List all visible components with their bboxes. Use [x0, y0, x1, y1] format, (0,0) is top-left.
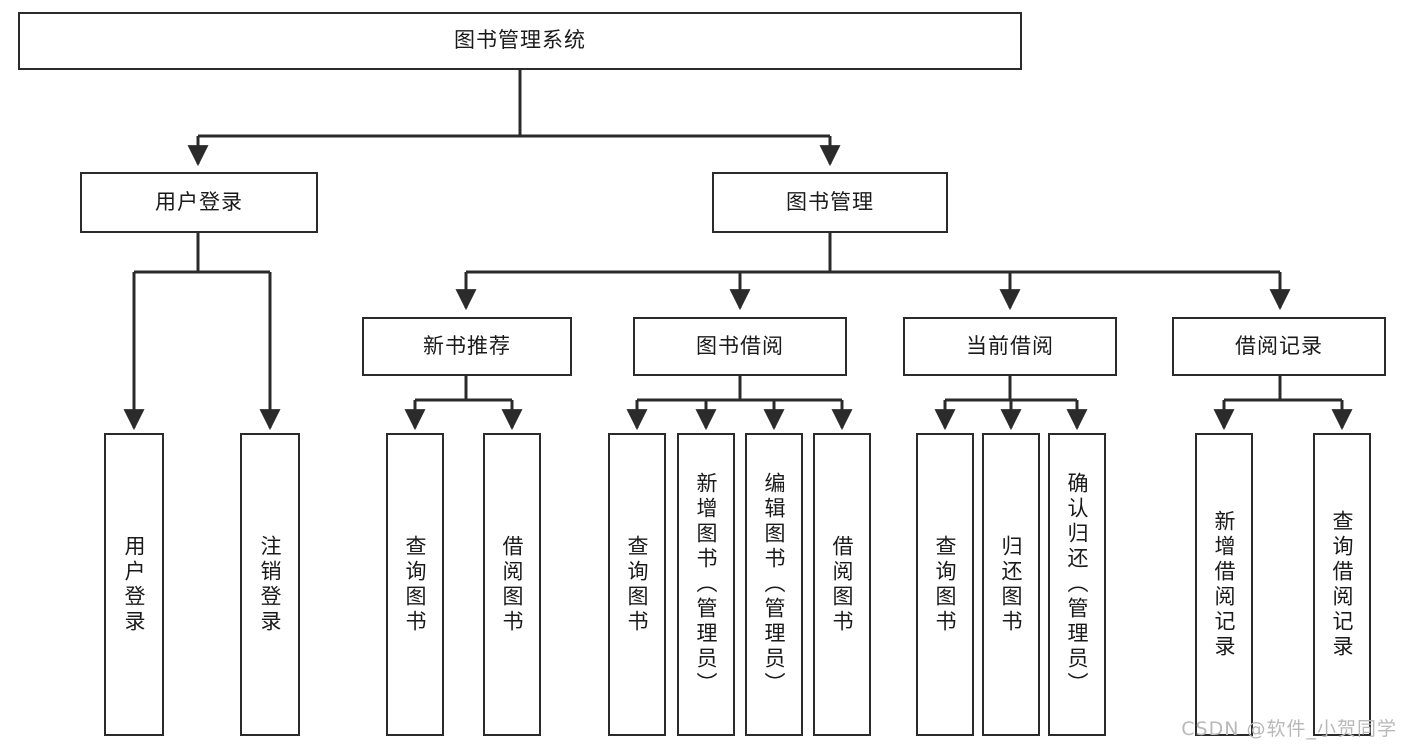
node-label: 注销登录 [258, 534, 283, 635]
leaf-recommend-query-book[interactable]: 查询图书 [386, 433, 444, 736]
leaf-borrow-borrow-book[interactable]: 借阅图书 [813, 433, 871, 736]
node-label: 新增借阅记录 [1212, 509, 1237, 660]
node-label: 归还图书 [999, 534, 1024, 635]
leaf-borrow-add-book-admin[interactable]: 新增图书（管理员） [677, 433, 735, 736]
node-borrow-record[interactable]: 借阅记录 [1172, 317, 1386, 376]
node-label: 图书管理 [786, 189, 874, 214]
node-label: 查询借阅记录 [1330, 509, 1355, 660]
node-label: 查询图书 [625, 534, 650, 635]
node-label: 查询图书 [933, 534, 958, 635]
node-label: 用户登录 [155, 189, 243, 214]
node-label: 新书推荐 [423, 333, 511, 358]
node-book-management[interactable]: 图书管理 [712, 172, 948, 233]
node-label: 借阅图书 [830, 534, 855, 635]
leaf-borrow-query-book[interactable]: 查询图书 [608, 433, 666, 736]
node-current-borrow[interactable]: 当前借阅 [903, 317, 1117, 376]
leaf-current-query-book[interactable]: 查询图书 [916, 433, 974, 736]
csdn-watermark: CSDN @软件_小贺同学 [1181, 718, 1397, 740]
leaf-record-add-record[interactable]: 新增借阅记录 [1195, 433, 1253, 736]
leaf-user-login[interactable]: 用户登录 [104, 433, 164, 736]
node-label: 查询图书 [403, 534, 428, 635]
node-label: 图书管理系统 [454, 28, 586, 53]
node-label: 当前借阅 [966, 333, 1054, 358]
node-new-book-recommend[interactable]: 新书推荐 [362, 317, 572, 376]
leaf-current-confirm-return-admin[interactable]: 确认归还（管理员） [1048, 433, 1106, 736]
leaf-record-query-record[interactable]: 查询借阅记录 [1313, 433, 1371, 736]
node-book-borrow[interactable]: 图书借阅 [633, 317, 847, 376]
node-label: 借阅记录 [1235, 333, 1323, 358]
node-label: 编辑图书（管理员） [762, 472, 787, 697]
leaf-borrow-edit-book-admin[interactable]: 编辑图书（管理员） [745, 433, 803, 736]
node-label: 借阅图书 [500, 534, 525, 635]
node-label: 确认归还（管理员） [1065, 472, 1090, 697]
node-label: 新增图书（管理员） [694, 472, 719, 697]
node-root-system[interactable]: 图书管理系统 [18, 12, 1022, 70]
leaf-recommend-borrow-book[interactable]: 借阅图书 [483, 433, 541, 736]
node-user-login[interactable]: 用户登录 [80, 172, 318, 233]
leaf-current-return-book[interactable]: 归还图书 [982, 433, 1040, 736]
node-label: 用户登录 [122, 534, 147, 635]
leaf-user-logout[interactable]: 注销登录 [240, 433, 300, 736]
node-label: 图书借阅 [696, 333, 784, 358]
